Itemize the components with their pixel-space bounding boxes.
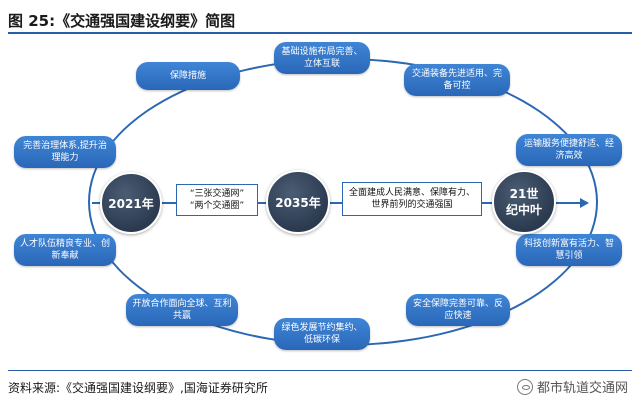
goal-pill-openness: 开放合作面向全球、互利共赢 xyxy=(126,294,238,326)
goal-pill-safeguards: 保障措施 xyxy=(136,62,240,90)
milestone-mid-century: 21世纪中叶 xyxy=(492,170,556,234)
goal-pill-infrastructure: 基础设施布局完善、立体互联 xyxy=(274,42,370,74)
goal-pill-equipment: 交通装备先进适用、完备可控 xyxy=(404,64,510,96)
timeline-axis xyxy=(92,202,582,204)
figure-header: 图 25:《交通强国建设纲要》简图 xyxy=(8,6,632,34)
goal-pill-green: 绿色发展节约集约、低碳环保 xyxy=(274,318,370,350)
source-note: 资料来源:《交通强国建设纲要》,国海证券研究所 xyxy=(8,381,268,395)
goal-pill-talent: 人才队伍精良专业、创新奉献 xyxy=(14,234,116,266)
goal-pill-transport-service: 运输服务便捷舒适、经济高效 xyxy=(516,134,622,166)
wechat-icon xyxy=(516,378,533,395)
goal-pill-safety: 安全保障完善可靠、反应快速 xyxy=(406,294,510,326)
footer-rule xyxy=(8,370,632,371)
header-rule xyxy=(8,32,632,34)
timeline-arrowhead xyxy=(580,198,589,208)
goal-pill-innovation: 科技创新富有活力、智慧引领 xyxy=(516,234,622,266)
strategy-diagram: 保障措施 基础设施布局完善、立体互联 交通装备先进适用、完备可控 运输服务便捷舒… xyxy=(0,36,640,368)
goal-box-mid-century: 全面建成人民满意、保障有力、世界前列的交通强国 xyxy=(342,182,482,216)
figure-title: 图 25:《交通强国建设纲要》简图 xyxy=(8,12,236,30)
milestone-2035: 2035年 xyxy=(266,170,330,234)
figure-footer: 资料来源:《交通强国建设纲要》,国海证券研究所 都市轨道交通网 xyxy=(8,370,632,406)
goal-box-2035: “三张交通网” “两个交通圈” xyxy=(176,184,258,216)
watermark: 都市轨道交通网 xyxy=(516,377,628,396)
goal-pill-governance: 完善治理体系,提升治理能力 xyxy=(14,136,116,168)
milestone-2021: 2021年 xyxy=(100,172,162,234)
watermark-text: 都市轨道交通网 xyxy=(536,381,628,396)
